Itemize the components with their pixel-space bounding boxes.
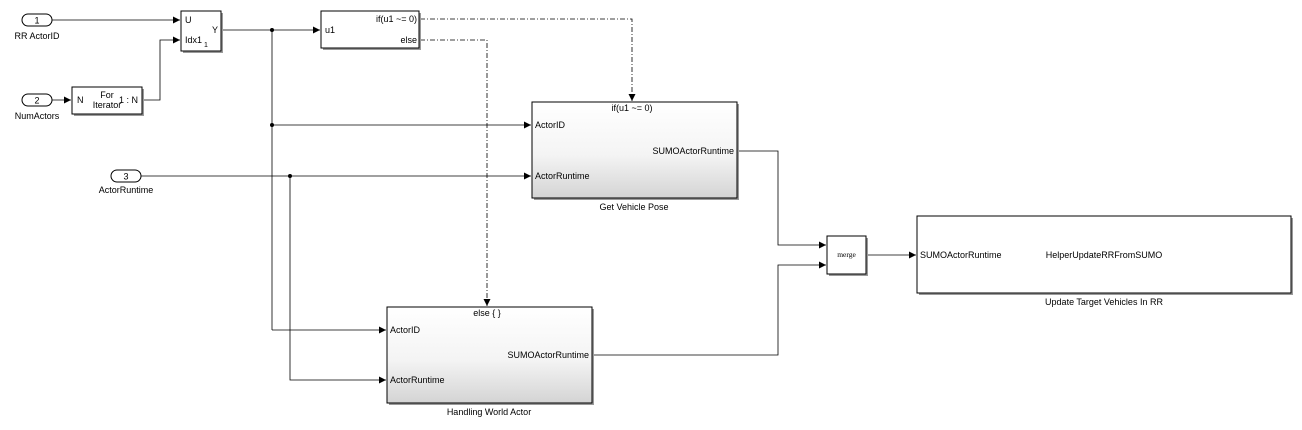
inport-3[interactable]: 3 ActorRuntime [99,169,154,195]
selector-idx-subscript: 1 [204,42,208,49]
hwa-output: SUMOActorRuntime [507,350,589,360]
selector-input-u: U [185,15,192,25]
update-block-name: Update Target Vehicles In RR [1045,297,1163,307]
hwa-input-actorruntime: ActorRuntime [390,375,445,385]
gvp-block-name: Get Vehicle Pose [599,202,668,212]
update-input: SUMOActorRuntime [920,250,1002,260]
inport-2[interactable]: 2 NumActors [15,93,60,121]
inport-number: 3 [123,172,128,182]
action-line-if[interactable] [420,18,636,101]
hwa-action-port-label: else { } [473,308,501,318]
merge-label: merge [837,250,856,259]
handling-world-actor-subsystem[interactable]: else { } ActorID ActorRuntime SUMOActorR… [386,306,594,417]
junction-dot [270,123,274,127]
gvp-output: SUMOActorRuntime [652,146,734,156]
line-hwa-to-merge[interactable] [593,261,826,356]
inport-1[interactable]: 1 RR ActorID [14,13,60,41]
selector-block[interactable]: U Idx1 1 Y [180,10,223,53]
junction-dot [288,174,292,178]
update-target-vehicles-block[interactable]: SUMOActorRuntime HelperUpdateRRFromSUMO … [916,215,1293,307]
for-iterator-block[interactable]: N For Iterator 1 : N [71,86,144,116]
line-to-hwa-runtime[interactable] [289,176,386,384]
if-output-condition: if(u1 ~= 0) [376,14,417,24]
iterator-range: 1 : N [119,95,138,105]
if-block[interactable]: u1 if(u1 ~= 0) else [320,10,421,50]
signal-lines [52,16,916,384]
gvp-input-actorruntime: ActorRuntime [535,171,590,181]
inport-label: NumActors [15,111,60,121]
selector-output-y: Y [212,25,218,35]
gvp-input-actorid: ActorID [535,120,566,130]
update-function-name: HelperUpdateRRFromSUMO [1046,250,1163,260]
hwa-input-actorid: ActorID [390,325,421,335]
get-vehicle-pose-subsystem[interactable]: if(u1 ~= 0) ActorID ActorRuntime SUMOAct… [531,101,739,212]
inport-label: RR ActorID [14,31,60,41]
hwa-block-name: Handling World Actor [447,407,531,417]
if-input-u1: u1 [325,25,335,35]
junction-dot [270,28,274,32]
iterator-input-n: N [77,95,84,105]
gvp-action-port-label: if(u1 ~= 0) [611,103,652,113]
iterator-title-line2: Iterator [93,100,122,110]
merge-block[interactable]: merge [826,235,868,276]
if-output-else: else [400,35,417,45]
inport-label: ActorRuntime [99,185,154,195]
inport-number: 2 [34,96,39,106]
iterator-title-line1: For [100,90,114,100]
line-iterator-to-selector[interactable] [142,36,180,101]
line-gvp-to-merge[interactable] [737,150,826,249]
inport-number: 1 [34,16,39,26]
action-line-else[interactable] [420,39,491,306]
selector-input-idx: Idx1 [185,35,202,45]
